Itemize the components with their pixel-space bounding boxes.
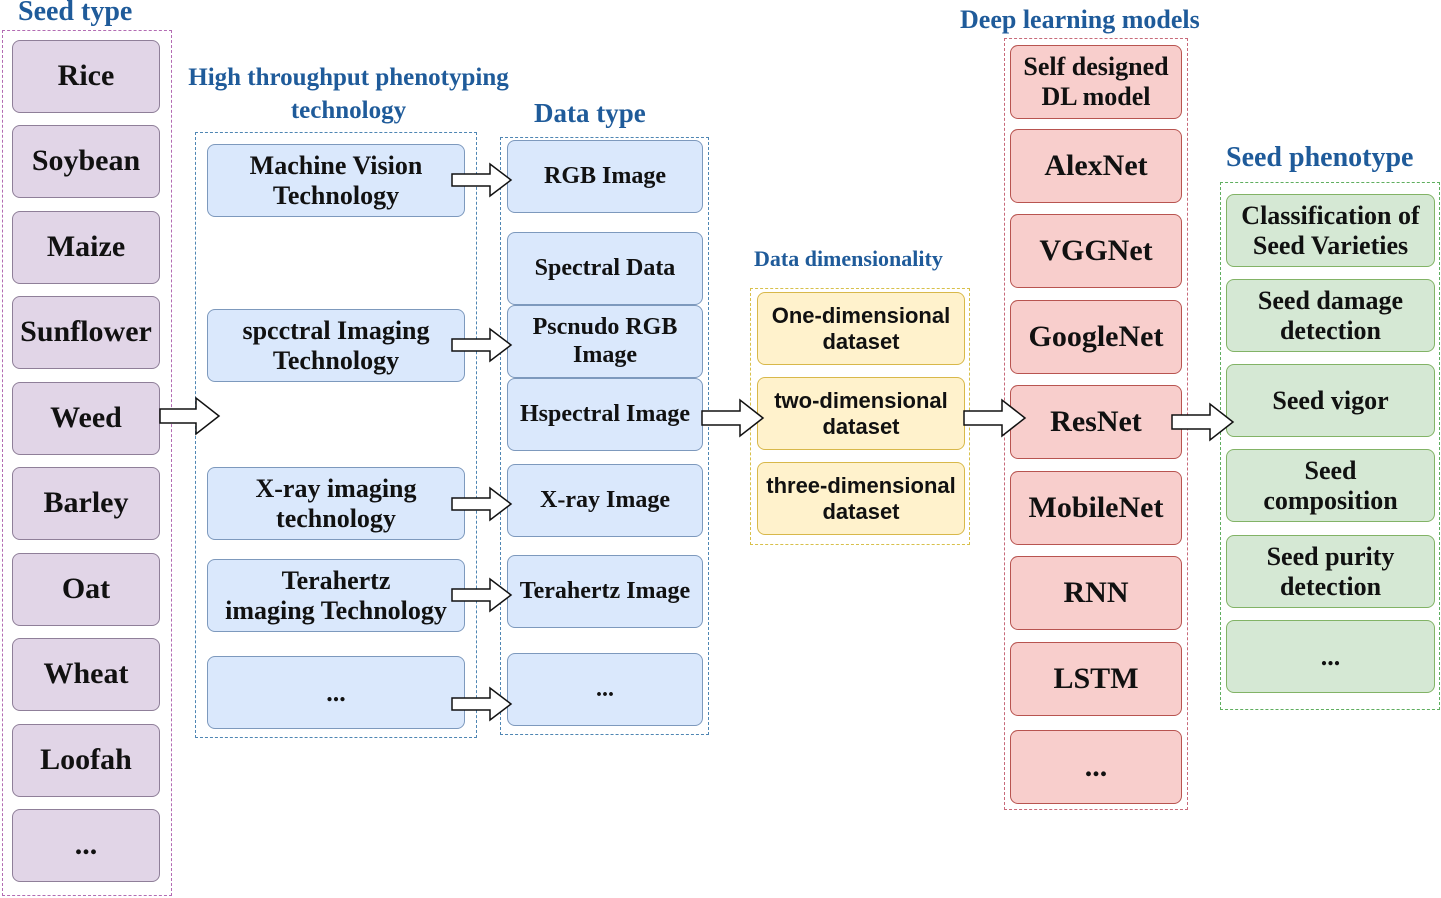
model-lstm: LSTM (1010, 642, 1182, 716)
model-alexnet: AlexNet (1010, 129, 1182, 203)
data-type-xray-image: X-ray Image (507, 464, 703, 537)
model-mobilenet: MobileNet (1010, 471, 1182, 545)
title-deep-learning-models: Deep learning models (960, 5, 1200, 34)
seed-type-rice: Rice (12, 40, 160, 113)
tech-terahertz-imaging: Terahertz imaging Technology (207, 559, 465, 632)
phenotype-purity-detection: Seed purity detection (1226, 535, 1435, 608)
arrow-data-to-dimension-icon (701, 398, 765, 438)
dimension-three: three-dimensional dataset (757, 462, 965, 535)
model-googlenet: GoogleNet (1010, 300, 1182, 374)
arrow-vision-to-rgb-icon (451, 162, 513, 198)
seed-type-weed: Weed (12, 382, 160, 455)
tech-spectral-imaging: spcctral Imaging Technology (207, 309, 465, 382)
title-data-dimensionality: Data dimensionality (754, 246, 943, 271)
model-more: ... (1010, 730, 1182, 804)
group-htp-technology (195, 132, 477, 738)
title-data-type: Data type (534, 98, 646, 128)
phenotype-seed-vigor: Seed vigor (1226, 364, 1435, 437)
tech-xray-imaging: X-ray imaging technology (207, 467, 465, 540)
arrow-terahertz-to-image-icon (451, 577, 513, 613)
model-vggnet: VGGNet (1010, 214, 1182, 288)
title-seed-phenotype: Seed phenotype (1226, 142, 1414, 173)
group-data-type (500, 137, 709, 735)
arrow-xray-to-image-icon (451, 486, 513, 522)
group-seed-phenotype (1220, 182, 1440, 710)
phenotype-composition: Seed composition (1226, 449, 1435, 522)
dimension-one: One-dimensional dataset (757, 292, 965, 365)
data-type-more: ... (507, 653, 703, 726)
model-self-designed: Self designed DL model (1010, 45, 1182, 119)
data-type-hspectral-image: Hspectral Image (507, 378, 703, 451)
seed-type-maize: Maize (12, 211, 160, 284)
arrow-more-to-more-icon (451, 686, 513, 722)
seed-type-sunflower: Sunflower (12, 296, 160, 369)
seed-type-soybean: Soybean (12, 125, 160, 198)
data-type-pseudo-rgb-image: Pscnudo RGB Image (507, 305, 703, 378)
model-rnn: RNN (1010, 556, 1182, 630)
seed-type-loofah: Loofah (12, 724, 160, 797)
seed-type-wheat: Wheat (12, 638, 160, 711)
arrow-dimension-to-model-icon (963, 398, 1027, 438)
arrow-model-to-phenotype-icon (1171, 402, 1235, 442)
group-seed-type (2, 30, 172, 896)
tech-more: ... (207, 656, 465, 729)
title-htp-technology: High throughput phenotyping technology (188, 64, 509, 124)
arrow-spectral-to-data-icon (451, 327, 513, 363)
tech-machine-vision: Machine Vision Technology (207, 144, 465, 217)
arrow-seed-to-tech-icon (159, 396, 221, 436)
title-seed-type: Seed type (18, 0, 133, 27)
phenotype-damage-detection: Seed damage detection (1226, 279, 1435, 352)
phenotype-more: ... (1226, 620, 1435, 693)
phenotype-variety-classification: Classification of Seed Varieties (1226, 194, 1435, 267)
data-type-terahertz-image: Terahertz Image (507, 555, 703, 628)
seed-type-barley: Barley (12, 467, 160, 540)
seed-type-more: ... (12, 809, 160, 882)
seed-type-oat: Oat (12, 553, 160, 626)
data-type-rgb-image: RGB Image (507, 140, 703, 213)
data-type-spectral-data: Spectral Data (507, 232, 703, 305)
dimension-two: two-dimensional dataset (757, 377, 965, 450)
model-resnet: ResNet (1010, 385, 1182, 459)
